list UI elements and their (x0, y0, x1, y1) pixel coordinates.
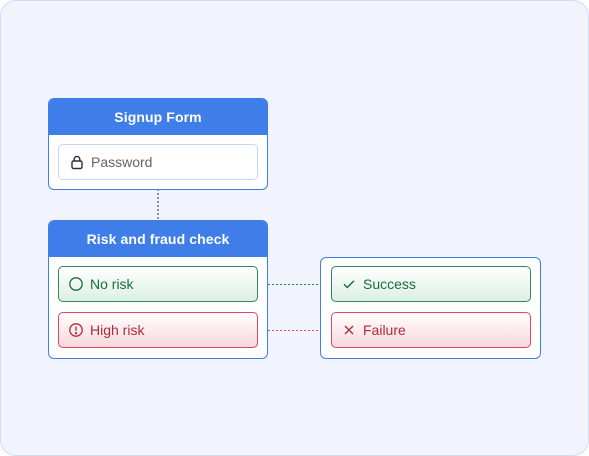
check-icon (341, 276, 357, 292)
success-outcome[interactable]: Success (331, 266, 531, 302)
no-risk-label: No risk (90, 276, 134, 292)
alert-circle-icon (68, 322, 84, 338)
high-risk-option[interactable]: High risk (58, 312, 258, 348)
password-placeholder: Password (91, 154, 153, 170)
success-label: Success (363, 276, 416, 292)
failure-label: Failure (363, 322, 406, 338)
failure-outcome[interactable]: Failure (331, 312, 531, 348)
high-risk-label: High risk (90, 322, 145, 338)
connector-signup-to-risk (157, 189, 159, 220)
risk-check-title: Risk and fraud check (49, 221, 267, 257)
x-icon (341, 322, 357, 338)
signup-form-title: Signup Form (49, 99, 267, 135)
circle-icon (68, 276, 84, 292)
no-risk-option[interactable]: No risk (58, 266, 258, 302)
password-field[interactable]: Password (58, 144, 258, 180)
lock-icon (69, 154, 85, 170)
